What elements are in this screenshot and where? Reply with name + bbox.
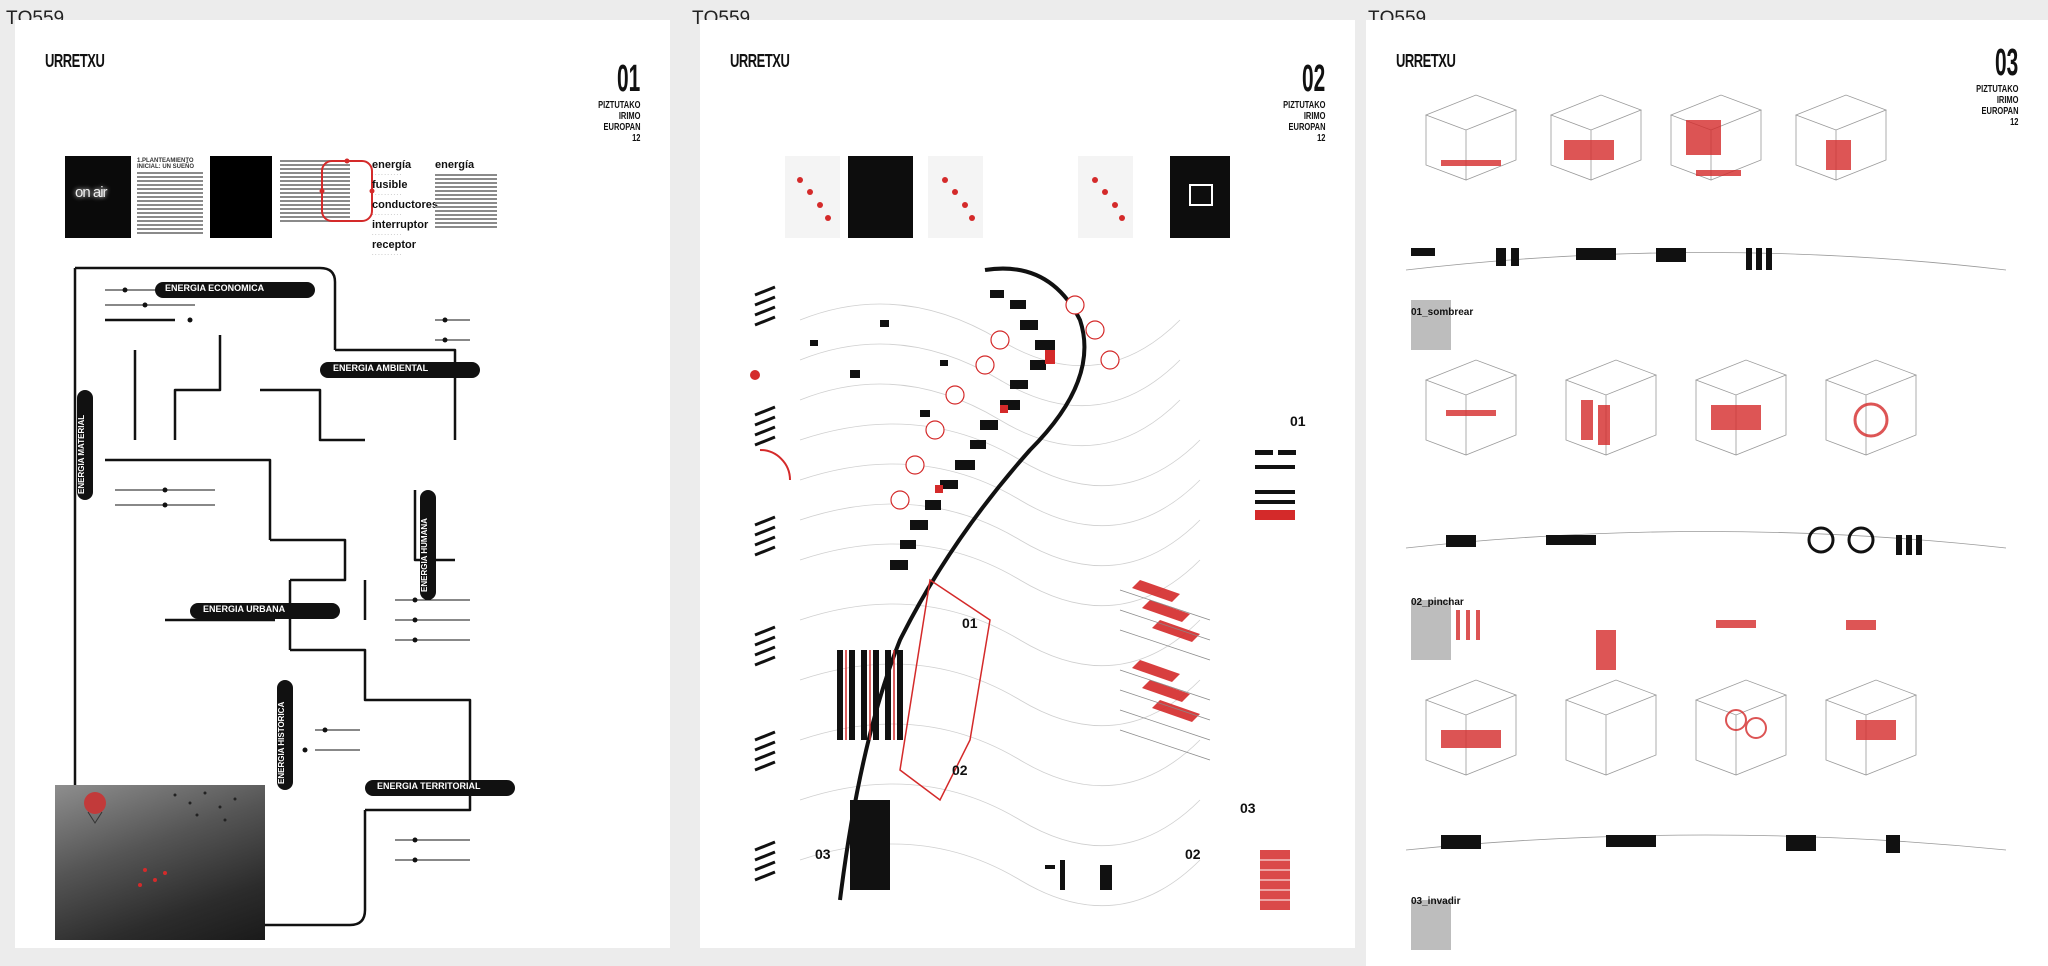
masterplan-drawing	[750, 156, 1296, 910]
description-text	[280, 158, 350, 224]
on-air-image: on air	[65, 156, 131, 238]
brand-label: URRETXU	[730, 50, 790, 71]
section-invadir: 03_invadir	[1411, 896, 1461, 907]
brand-label: URRETXU	[45, 50, 105, 71]
axonometric-studies	[1405, 94, 2007, 950]
node-historica: ENERGIA HISTORICA	[277, 701, 286, 784]
zone-label-01: 01	[962, 615, 978, 631]
legend-label-03: 03	[1240, 800, 1256, 816]
brand-label: URRETXU	[1396, 50, 1456, 71]
zone-label-02: 02	[952, 762, 968, 778]
node-economic: ENERGIA ECONOMICA	[165, 283, 265, 293]
legend-label-02: 02	[1185, 846, 1201, 862]
sheet-number: 02	[1301, 58, 1325, 100]
node-urbana: ENERGIA URBANA	[203, 604, 286, 614]
zone-label-03: 03	[815, 846, 831, 862]
section-sombrear: 01_sombrear	[1411, 307, 1474, 318]
node-territorial: ENERGIA TERRITORIAL	[377, 781, 481, 791]
sheet-number: 03	[1994, 42, 2018, 84]
sheet-number: 01	[616, 58, 640, 100]
night-map-image	[210, 156, 272, 238]
circuit-icon	[319, 158, 375, 222]
balloon-aerial-photo	[55, 785, 265, 940]
node-material: ENERGIA MATERIAL	[77, 414, 86, 494]
node-ambiental: ENERGIA AMBIENTAL	[333, 363, 429, 373]
node-humana: ENERGIA HUMANA	[420, 518, 429, 592]
keywords-list: energía· · · · · · · · · · fusible· · · …	[372, 159, 439, 258]
intro-text: 1.PLANTEAMIENTO INICIAL: UN SUEÑO	[137, 158, 203, 236]
section-pinchar: 02_pinchar	[1411, 597, 1464, 608]
legend-label-01: 01	[1290, 413, 1306, 429]
energy-text: energía	[435, 158, 497, 230]
